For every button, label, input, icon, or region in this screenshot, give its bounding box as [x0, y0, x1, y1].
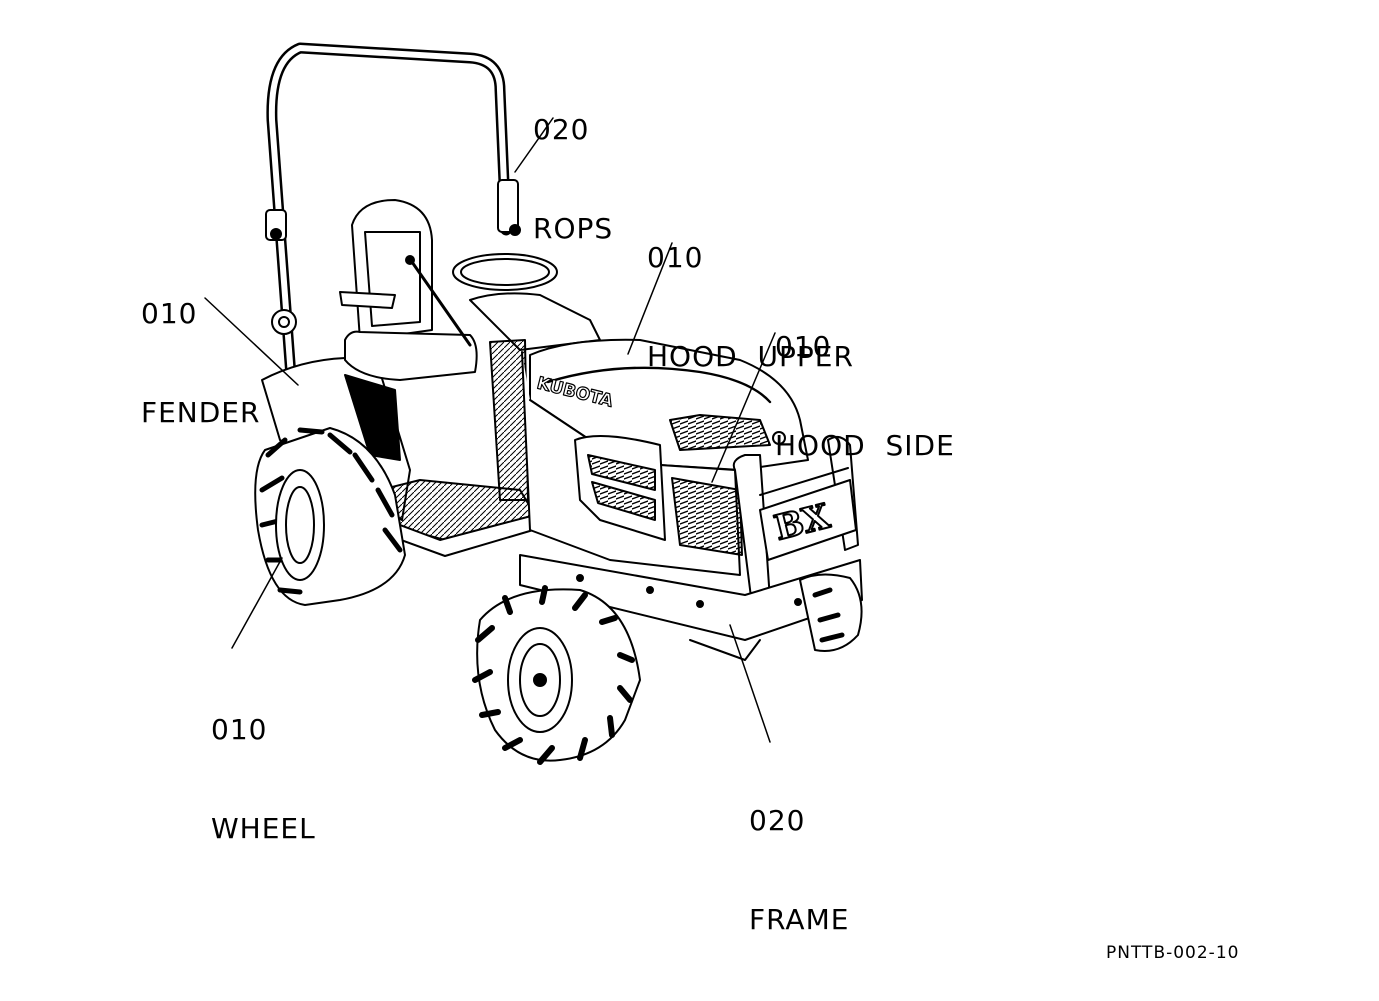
leader-hood-side [711, 332, 776, 483]
callout-fender: 010 FENDER [141, 231, 260, 462]
frame-code: 020 [749, 804, 806, 837]
hood-upper-name: HOOD UPPER [647, 340, 854, 373]
hood-upper-code: 010 [647, 241, 704, 274]
wheel-code: 010 [211, 713, 268, 746]
rear-wheel-shape [254, 427, 406, 606]
fender-code: 010 [141, 297, 198, 330]
far-front-wheel-shape [799, 573, 863, 652]
leader-frame [729, 624, 771, 743]
callout-hood-side: 010 HOOD SIDE [775, 264, 955, 495]
steering-wheel-shape [452, 253, 601, 501]
leader-lines [204, 117, 776, 743]
hood-shape [521, 338, 809, 576]
frame-name: FRAME [749, 903, 850, 936]
callout-rops: 020 ROPS [533, 47, 613, 278]
leader-rops [514, 117, 554, 173]
seat-shape [339, 199, 478, 381]
rops-bar [265, 42, 521, 396]
leader-wheel [231, 557, 283, 649]
front-guard-shape [732, 435, 859, 606]
fender-name: FENDER [141, 396, 261, 429]
figure-code: PNTTB-002-10 [1106, 943, 1240, 963]
hood-side-code: 010 [775, 330, 832, 363]
rops-name: ROPS [533, 212, 614, 245]
frame-shape [519, 554, 863, 661]
callout-frame: 020 FRAME [749, 738, 849, 969]
leader-fender [204, 297, 299, 386]
hood-side-name: HOOD SIDE [775, 429, 955, 462]
leader-hood-upper [627, 242, 673, 355]
callout-wheel: 010 WHEEL [211, 647, 316, 878]
rops-code: 020 [533, 113, 590, 146]
callout-hood-upper: 010 HOOD UPPER [647, 175, 854, 406]
wheel-name: WHEEL [211, 812, 316, 845]
front-wheel-shape [472, 585, 641, 765]
